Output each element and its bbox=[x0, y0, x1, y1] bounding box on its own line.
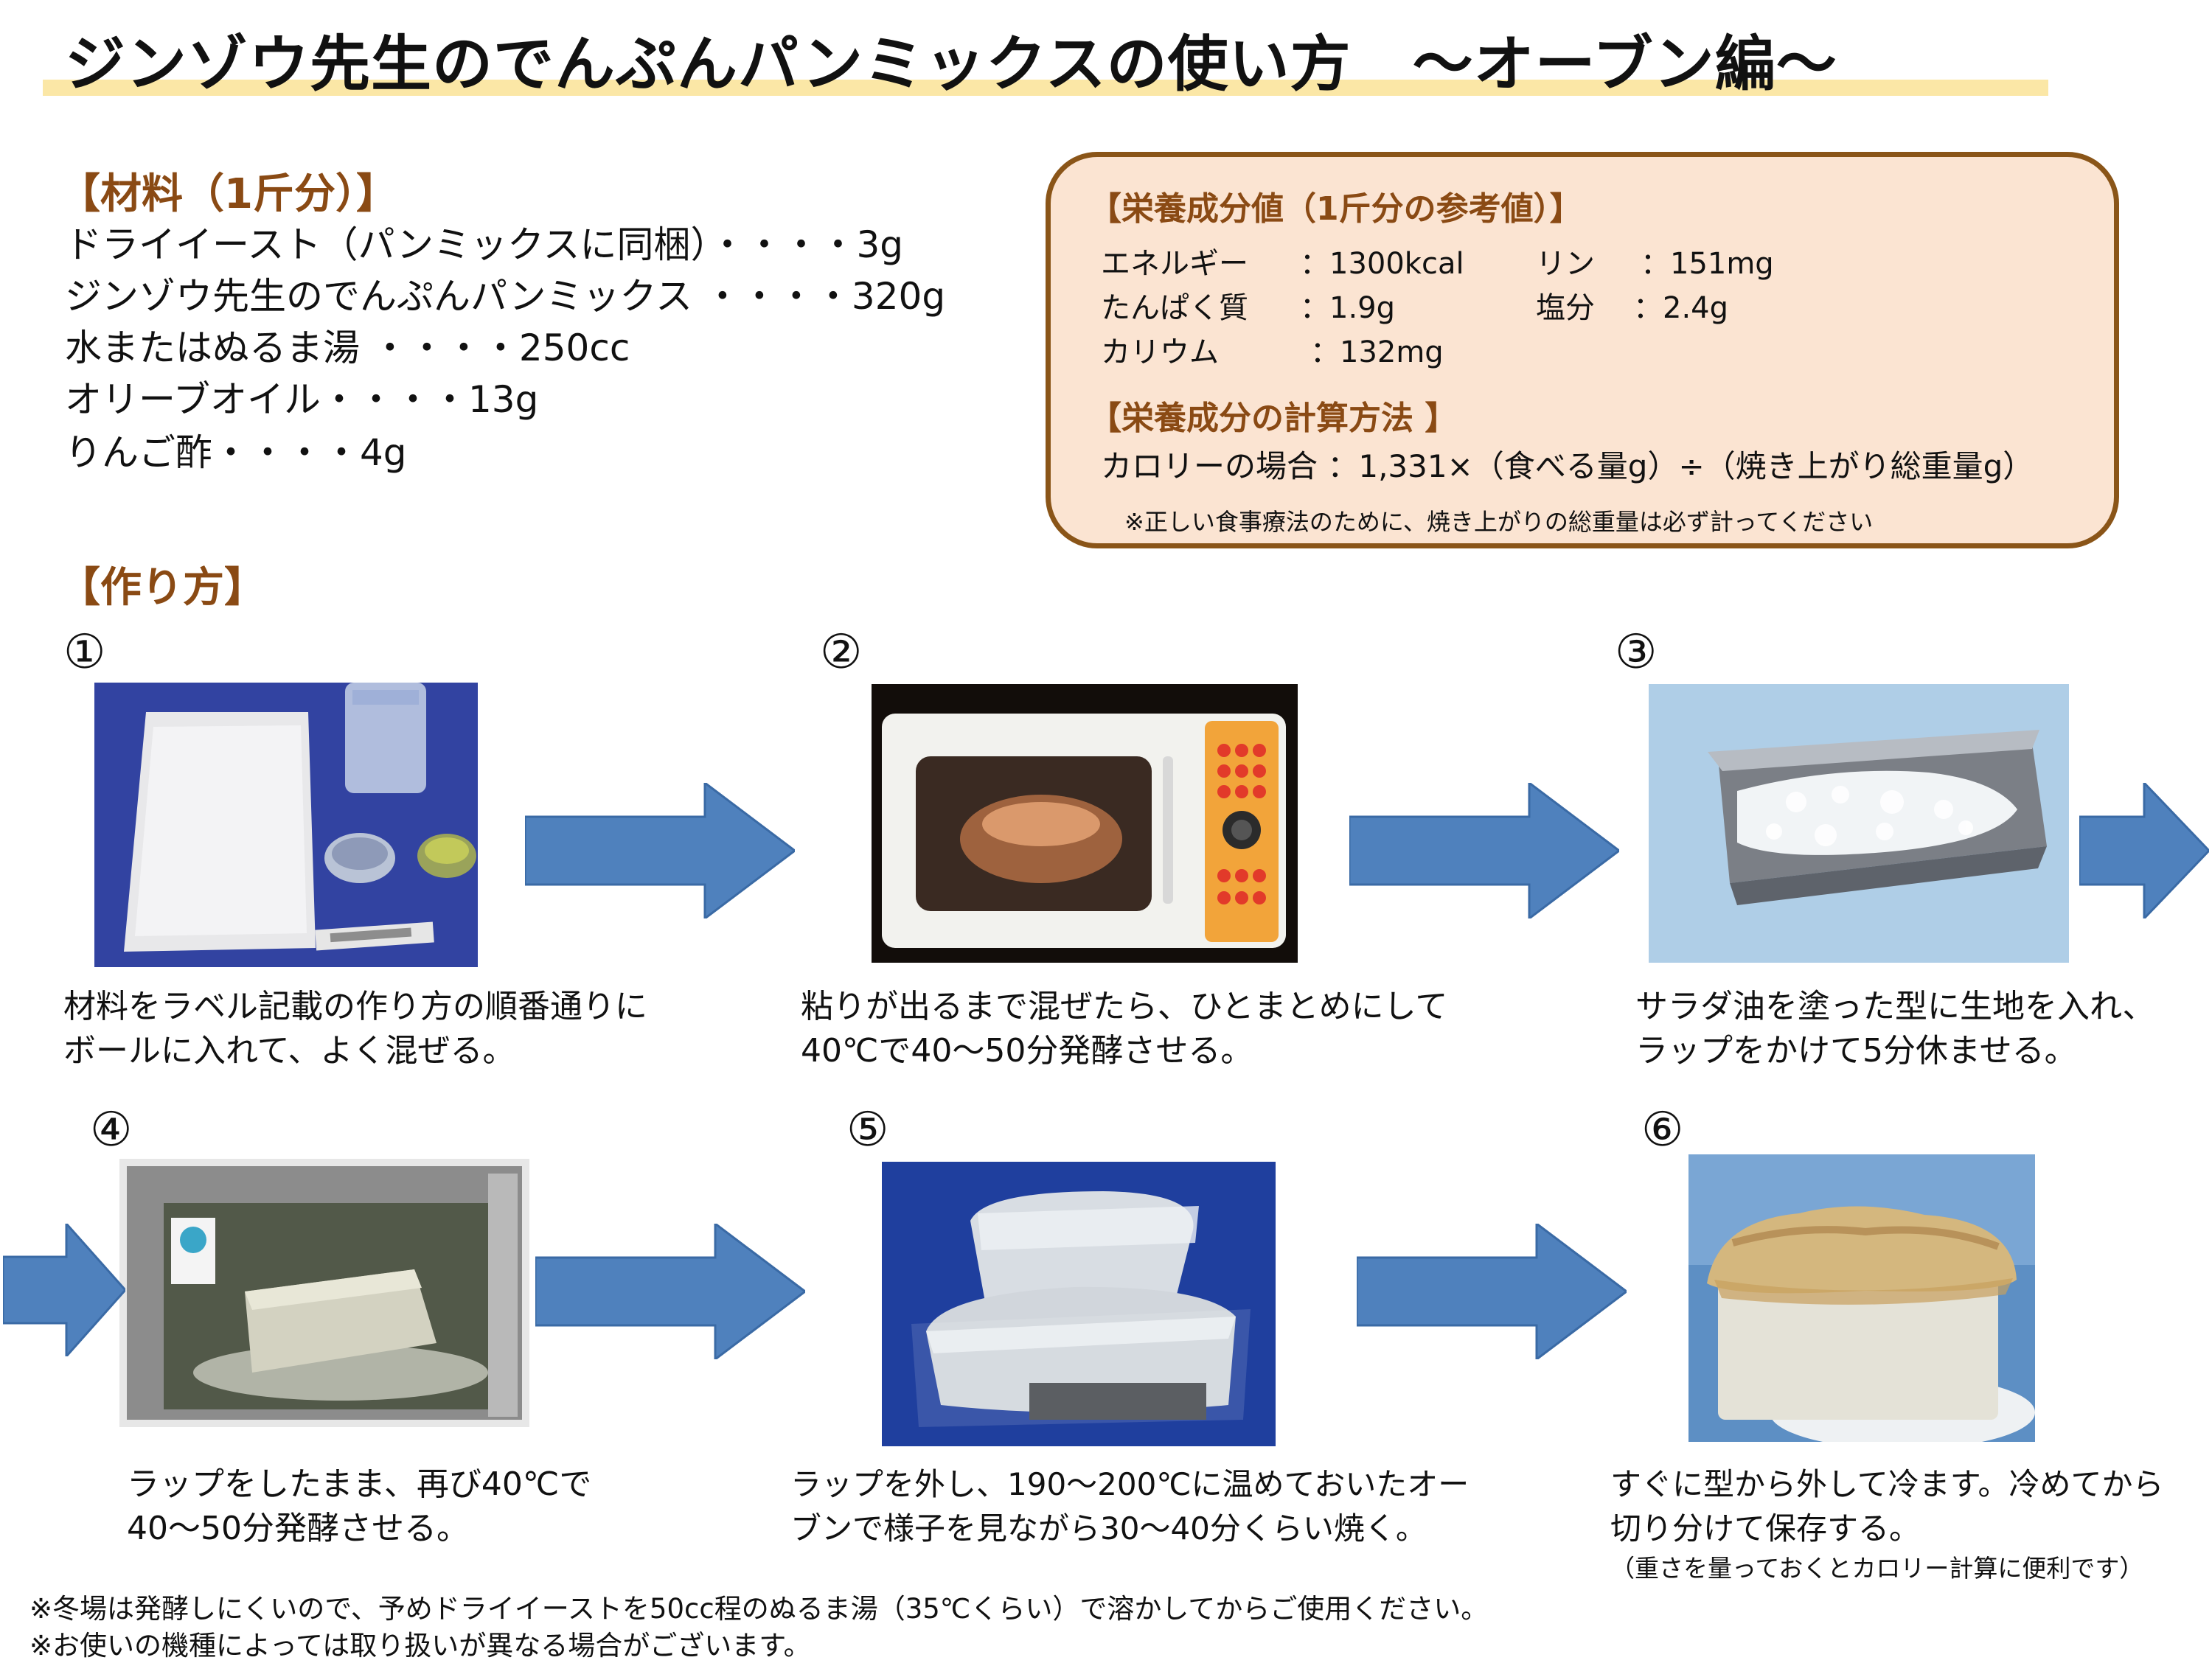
footnote: ※冬場は発酵しにくいので、予めドライイーストを50cc程のぬるま湯（35℃くらい… bbox=[29, 1593, 1489, 1625]
nutrition-calc-note: ※正しい食事療法のために、焼き上がりの総重量は必ず計ってください bbox=[1124, 508, 1874, 536]
caption-line: 粘りが出るまで混ぜたら、ひとまとめにして bbox=[801, 988, 1448, 1025]
step-6-caption: すぐに型から外して冷ます。冷めてから 切り分けて保存する。 （重さを量っておくと… bbox=[1610, 1462, 2164, 1586]
ingredient-item: りんご酢・・・・4g bbox=[65, 431, 407, 474]
step-6-subnote: （重さを量っておくとカロリー計算に便利です） bbox=[1610, 1554, 2144, 1583]
step-5-photo bbox=[882, 1162, 1276, 1446]
right-arrow-icon bbox=[535, 1224, 805, 1359]
step-3-number: ③ bbox=[1615, 625, 1658, 680]
nutrition-value-protein: ：1.9g bbox=[1300, 291, 1396, 325]
right-arrow-icon bbox=[3, 1224, 125, 1356]
caption-line: サラダ油を塗った型に生地を入れ、 bbox=[1635, 988, 2155, 1025]
nutrition-value-salt: ：2.4g bbox=[1633, 291, 1729, 325]
nutrition-label-protein: たんぱく質 bbox=[1101, 291, 1248, 325]
nutrition-value-phosphorus: ：151mg bbox=[1641, 247, 1774, 281]
nutrition-value-potassium: ：132mg bbox=[1310, 335, 1444, 369]
nutrition-label-salt: 塩分 bbox=[1536, 291, 1595, 325]
nutrition-value-energy: ：1300kcal bbox=[1300, 247, 1464, 281]
nutrition-heading: 【栄養成分値（1斤分の参考値）】 bbox=[1089, 190, 1582, 228]
step-4-caption: ラップをしたまま、再び40℃で 40～50分発酵させる。 bbox=[127, 1462, 591, 1551]
caption-line: ラップを外し、190～200℃に温めておいたオー bbox=[790, 1466, 1470, 1502]
right-arrow-icon bbox=[1357, 1224, 1627, 1359]
step-5-caption: ラップを外し、190～200℃に温めておいたオー ブンで様子を見ながら30～40… bbox=[790, 1462, 1469, 1551]
ingredient-item: オリーブオイル・・・・13g bbox=[65, 378, 539, 421]
step-1-photo bbox=[94, 683, 478, 967]
step-2-caption: 粘りが出るまで混ぜたら、ひとまとめにして 40℃で40～50分発酵させる。 bbox=[801, 985, 1447, 1073]
footnote: ※お使いの機種によっては取り扱いが異なる場合がございます。 bbox=[29, 1630, 811, 1662]
right-arrow-icon bbox=[525, 783, 795, 918]
step-1-caption: 材料をラベル記載の作り方の順番通りに ボールに入れて、よく混ぜる。 bbox=[63, 985, 647, 1073]
step-3-photo bbox=[1649, 684, 2069, 963]
caption-line: ラップをしたまま、再び40℃で bbox=[127, 1465, 592, 1503]
caption-line: 材料をラベル記載の作り方の順番通りに bbox=[63, 988, 647, 1025]
nutrition-label-phosphorus: リン bbox=[1536, 247, 1595, 281]
title-underline bbox=[43, 80, 2048, 96]
nutrition-box: 【栄養成分値（1斤分の参考値）】 エネルギー ：1300kcal リン ：151… bbox=[1046, 152, 2119, 548]
step-2-number: ② bbox=[820, 625, 863, 680]
nutrition-calc-formula: カロリーの場合 ：1,331×（食べる量g）÷（焼き上がり総重量g） bbox=[1101, 448, 2034, 484]
ingredient-item: ジンゾウ先生のでんぷんパンミックス ・・・・320g bbox=[65, 275, 946, 318]
caption-line: ボールに入れて、よく混ぜる。 bbox=[63, 1032, 515, 1070]
step-2-photo bbox=[872, 684, 1298, 963]
step-4-photo bbox=[119, 1159, 529, 1427]
page-title: ジンゾウ先生のでんぷんパンミックスの使い方 ～オーブン編～ bbox=[65, 29, 1837, 100]
step-6-number: ⑥ bbox=[1641, 1103, 1684, 1157]
right-arrow-icon bbox=[1349, 783, 1619, 918]
ingredient-item: 水またはぬるま湯 ・・・・250cc bbox=[65, 327, 630, 369]
step-3-caption: サラダ油を塗った型に生地を入れ、 ラップをかけて5分休ませる。 bbox=[1635, 985, 2154, 1073]
step-1-number: ① bbox=[63, 625, 106, 680]
step-6-photo bbox=[1688, 1154, 2035, 1442]
step-4-number: ④ bbox=[90, 1103, 133, 1157]
step-5-number: ⑤ bbox=[846, 1103, 889, 1157]
nutrition-label-potassium: カリウム bbox=[1101, 335, 1219, 369]
caption-line: 切り分けて保存する。 bbox=[1610, 1510, 1921, 1547]
nutrition-label-energy: エネルギー bbox=[1101, 247, 1248, 281]
ingredient-item: ドライイースト（パンミックスに同梱）・・・・3g bbox=[65, 223, 904, 266]
caption-line: 40～50分発酵させる。 bbox=[127, 1510, 469, 1547]
caption-line: すぐに型から外して冷ます。冷めてから bbox=[1610, 1466, 2164, 1502]
method-heading: 【作り方】 bbox=[59, 564, 265, 612]
caption-line: 40℃で40～50分発酵させる。 bbox=[801, 1032, 1253, 1070]
caption-line: ブンで様子を見ながら30～40分くらい焼く。 bbox=[790, 1510, 1427, 1547]
nutrition-calc-heading: 【栄養成分の計算方法 】 bbox=[1089, 400, 1458, 437]
ingredients-heading: 【材料（1斤分）】 bbox=[59, 170, 397, 218]
caption-line: ラップをかけて5分休ませる。 bbox=[1635, 1032, 2077, 1070]
right-arrow-icon bbox=[2079, 783, 2209, 918]
